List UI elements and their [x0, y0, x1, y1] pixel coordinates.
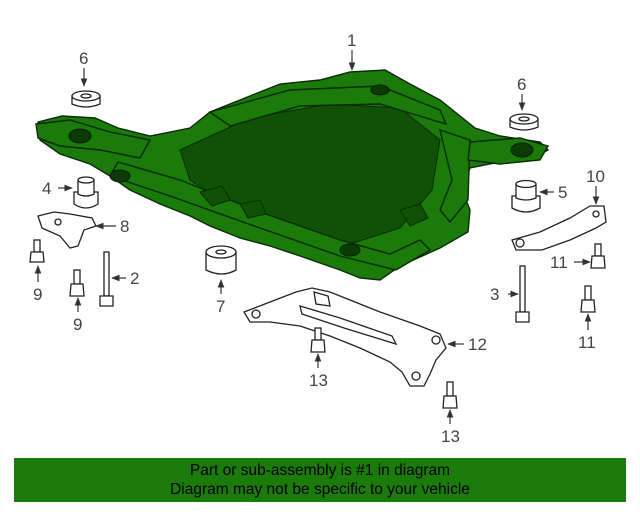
bolt-part-13-right[interactable]	[442, 381, 458, 409]
bolt-part-11-lower[interactable]	[580, 285, 596, 313]
callout-5[interactable]: 5	[558, 183, 567, 202]
callout-11-upper[interactable]: 11	[550, 253, 568, 272]
callout-13-right[interactable]: 13	[441, 427, 460, 446]
bolt-part-9-lower[interactable]	[69, 269, 85, 297]
callout-labels: 1 2 3 4 5 6 6 7 8 9 9 10 11 11 12 13 13	[33, 31, 605, 446]
long-bolt-part-2[interactable]	[99, 251, 114, 307]
bolt-part-9-upper[interactable]	[29, 239, 45, 263]
callout-2[interactable]: 2	[130, 269, 139, 288]
rubber-mount-part-7[interactable]	[205, 245, 237, 275]
info-banner: Part or sub-assembly is #1 in diagram Di…	[14, 458, 626, 502]
leader-lines	[34, 50, 600, 424]
banner-line-1: Part or sub-assembly is #1 in diagram	[189, 462, 451, 479]
callout-4[interactable]: 4	[42, 179, 51, 198]
bushing-part-5[interactable]	[511, 179, 541, 213]
crossmember-part-12[interactable]	[243, 287, 447, 387]
callout-9-upper[interactable]: 9	[33, 285, 42, 304]
callout-9-lower[interactable]: 9	[73, 315, 82, 334]
callout-6-left[interactable]: 6	[79, 49, 88, 68]
banner-line-2: Diagram may not be specific to your vehi…	[170, 481, 470, 498]
callout-13-left[interactable]: 13	[309, 371, 328, 390]
bolt-part-13-left[interactable]	[310, 327, 326, 353]
callout-12[interactable]: 12	[468, 335, 487, 354]
callout-11-lower[interactable]: 11	[578, 333, 596, 352]
front-subframe-part-1[interactable]	[35, 69, 550, 281]
bushing-part-4[interactable]	[73, 176, 99, 209]
bracket-part-8[interactable]	[37, 211, 97, 249]
callout-10[interactable]: 10	[586, 167, 605, 186]
callout-6-right[interactable]: 6	[517, 75, 526, 94]
callout-8[interactable]: 8	[120, 217, 129, 236]
washer-part-6-left[interactable]	[71, 90, 101, 108]
long-bolt-part-3[interactable]	[515, 265, 530, 323]
bolt-part-11-upper[interactable]	[590, 243, 606, 269]
bracket-part-10[interactable]	[511, 205, 607, 251]
callout-7[interactable]: 7	[216, 297, 225, 316]
callout-3[interactable]: 3	[490, 285, 499, 304]
callout-1[interactable]: 1	[347, 31, 356, 50]
washer-part-6-right[interactable]	[509, 113, 539, 131]
